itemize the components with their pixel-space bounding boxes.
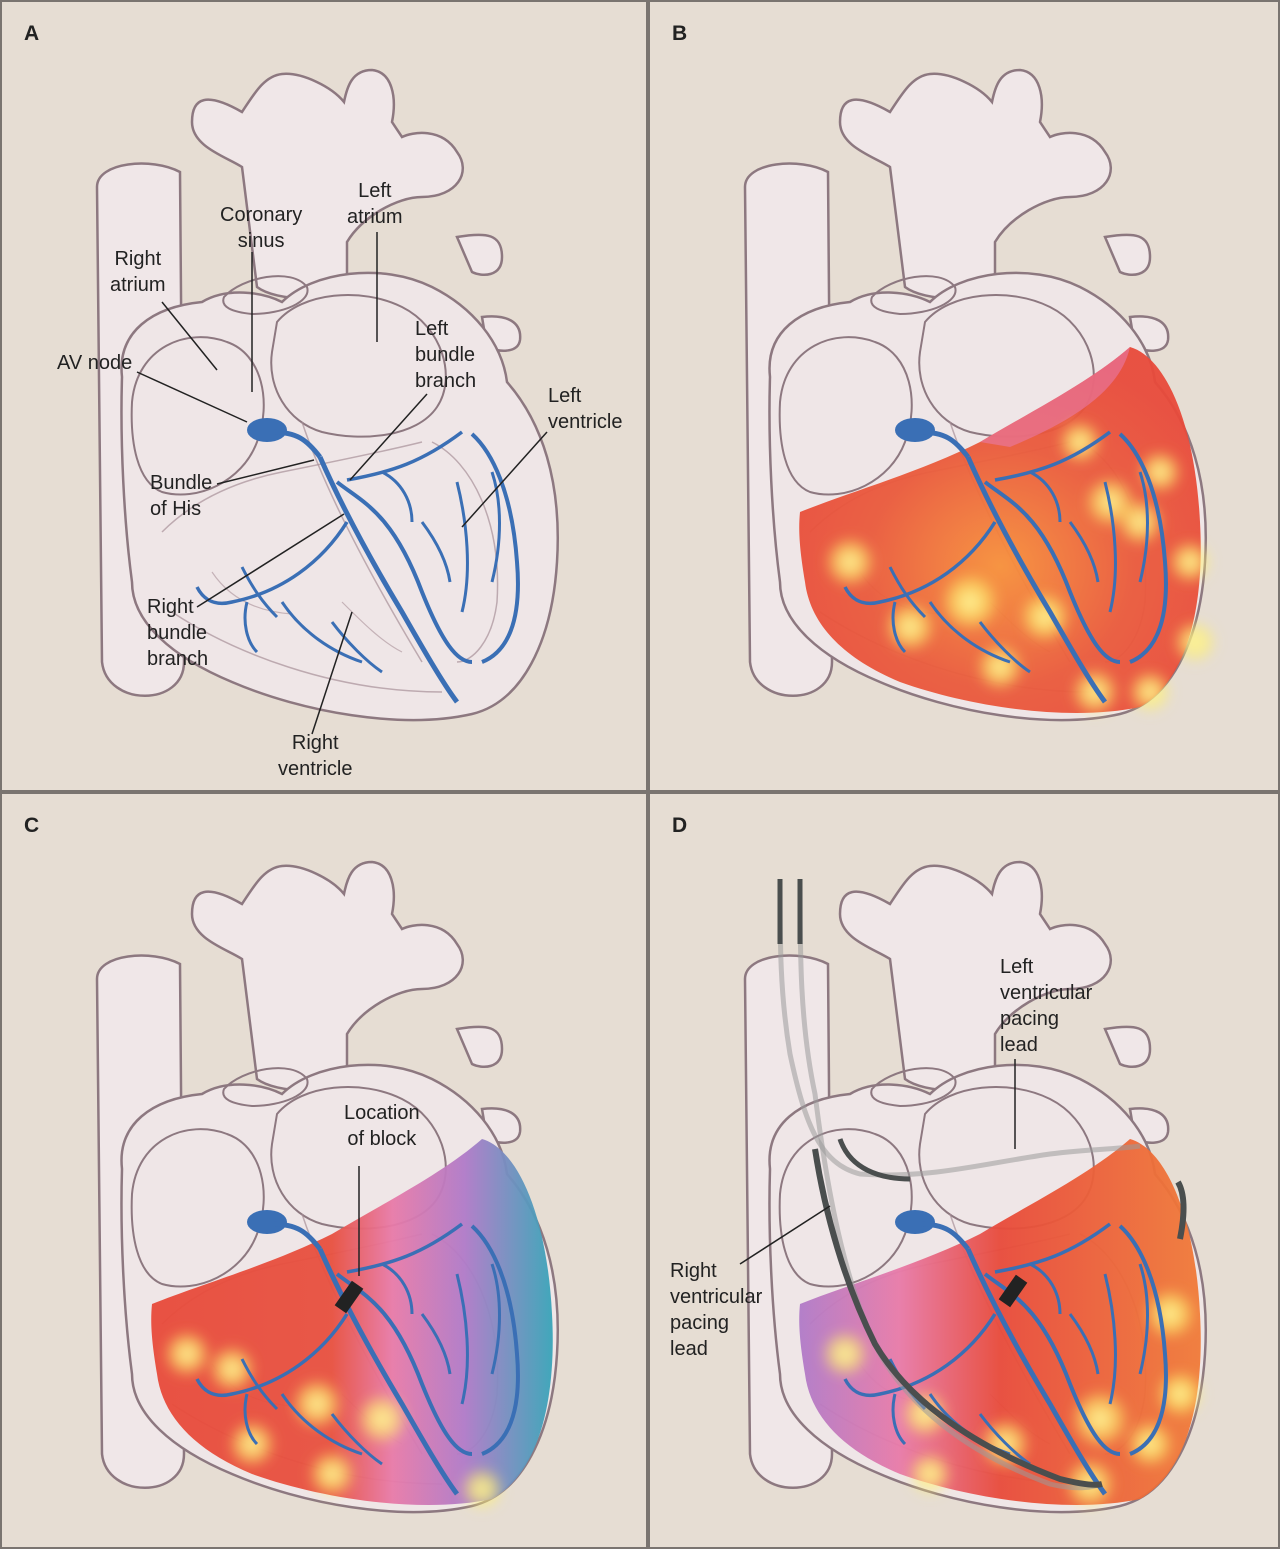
block-marker [334, 1280, 364, 1314]
panel-letter: A [24, 22, 40, 45]
heart-illustration-a [95, 68, 560, 735]
left-ventricular-pacing-lead [777, 878, 1141, 1178]
left-ventricle-label: Left ventricle [548, 385, 623, 433]
panel-b: B [648, 0, 1280, 792]
right-ventricular-pacing-lead-label: Right ventricular pacing lead [670, 1260, 763, 1360]
location-of-block-label: Location of block [344, 1102, 420, 1150]
panel-c: C Location of block [0, 792, 648, 1549]
block-marker [998, 1274, 1028, 1308]
panel-d: D Left ventricular pacing lead Right ven… [648, 792, 1280, 1549]
left-bundle-branch-label: Left bundle branch [415, 318, 477, 392]
heart-illustration-d [739, 860, 1208, 1514]
heart-illustration-c [95, 860, 560, 1514]
left-ventricular-pacing-lead-label: Left ventricular pacing lead [1000, 956, 1093, 1056]
panel-letter: B [672, 22, 688, 45]
left-atrium-label: Left atrium [347, 180, 403, 228]
av-node-label: AV node [57, 352, 133, 374]
coronary-sinus-label: Coronary sinus [220, 204, 303, 252]
panel-letter: C [24, 814, 40, 837]
bundle-of-his-label: Bundle of His [150, 472, 213, 520]
panel-a: A Right atrium Coronary sinus Left atriu… [0, 0, 648, 792]
right-ventricle-label: Right ventricle [278, 732, 353, 780]
heart-illustration-b [743, 68, 1217, 722]
right-atrium-label: Right atrium [110, 248, 166, 296]
right-bundle-branch-label: Right bundle branch [147, 596, 209, 670]
panel-letter: D [672, 814, 688, 837]
